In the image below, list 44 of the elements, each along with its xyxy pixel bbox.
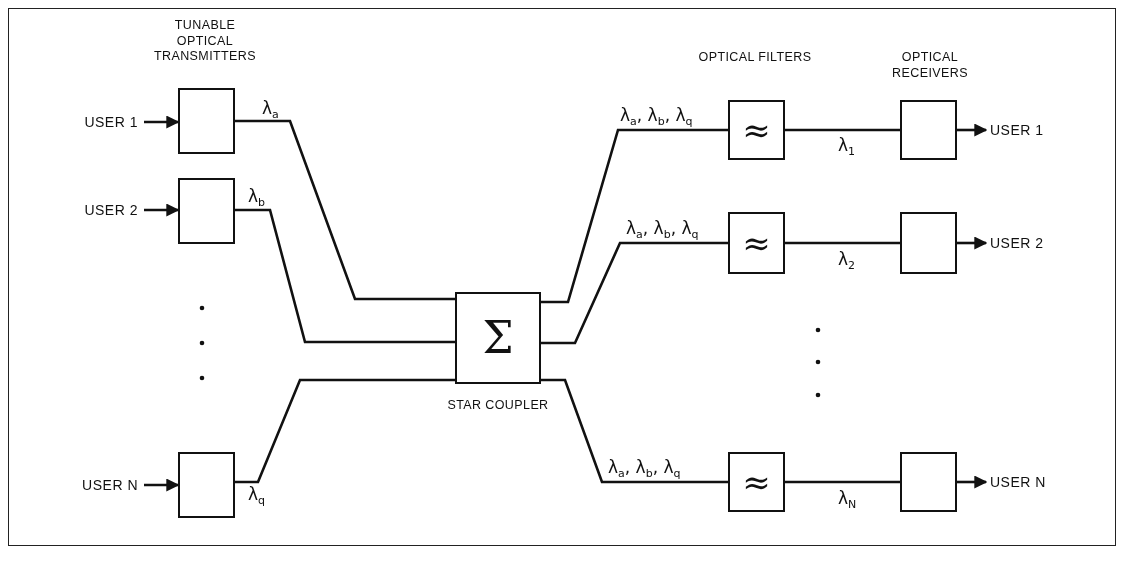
user-label: USER 2: [990, 233, 1090, 253]
wavelength-label: λ$_{b}$: [248, 188, 266, 209]
fiber-line: [235, 208, 455, 344]
user-label: USER 1: [40, 112, 138, 132]
filter-box: ≈: [728, 452, 785, 512]
wavelength-label: λ$_{a}$, λ$_{b}$, λ$_{q}$: [626, 220, 699, 241]
arrow: [144, 203, 180, 217]
arrow: [144, 115, 180, 129]
wavelength-label: λ$_{a}$, λ$_{b}$, λ$_{q}$: [620, 107, 693, 128]
wavelength-label: λ$_{1}$: [838, 137, 856, 158]
column-heading: TUNABLE OPTICAL TRANSMITTERS: [153, 18, 257, 65]
user-label: USER 1: [990, 120, 1090, 140]
receiver-box: [900, 100, 957, 160]
wavelength-label: λ$_{N}$: [838, 490, 857, 511]
arrow: [957, 475, 988, 489]
user-label: USER N: [40, 475, 138, 495]
receiver-box: [900, 212, 957, 274]
filter-box: ≈: [728, 212, 785, 274]
wavelength-label: λ$_{2}$: [838, 251, 856, 272]
arrow: [957, 123, 988, 137]
fiber-line: [235, 378, 455, 484]
star-coupler-box: Σ: [455, 292, 541, 384]
fiber-line: [785, 128, 900, 132]
column-heading: OPTICAL RECEIVERS: [891, 50, 969, 82]
receiver-box: [900, 452, 957, 512]
coupler-caption: STAR COUPLER: [446, 398, 550, 414]
wavelength-label: λ$_{q}$: [248, 486, 266, 507]
wavelength-label: λ$_{a}$, λ$_{b}$, λ$_{q}$: [608, 459, 681, 480]
fiber-line: [541, 378, 728, 484]
transmitter-box: [178, 88, 235, 154]
arrow: [957, 236, 988, 250]
arrow: [144, 478, 180, 492]
transmitter-box: [178, 178, 235, 244]
fiber-line: [785, 480, 900, 484]
fiber-line: [785, 241, 900, 245]
fiber-line: [235, 119, 455, 301]
transmitter-box: [178, 452, 235, 518]
fiber-line: [541, 241, 728, 345]
user-label: USER 2: [40, 200, 138, 220]
user-label: USER N: [990, 472, 1090, 492]
fiber-line: [541, 128, 728, 304]
filter-box: ≈: [728, 100, 785, 160]
wavelength-label: λ$_{a}$: [262, 100, 279, 121]
column-heading: OPTICAL FILTERS: [697, 50, 813, 66]
